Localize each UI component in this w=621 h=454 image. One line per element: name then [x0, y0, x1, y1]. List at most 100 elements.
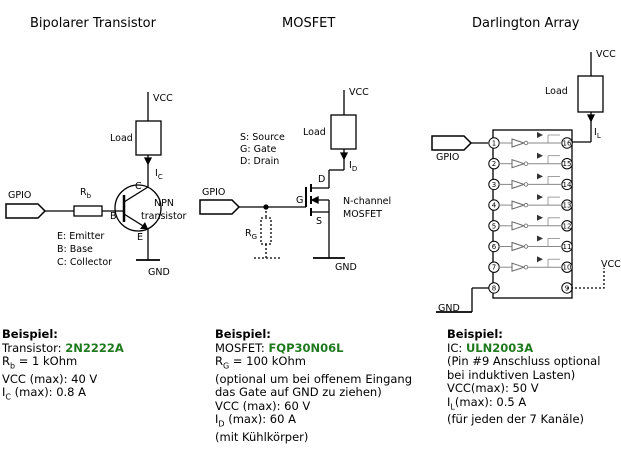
channel-buffer — [511, 159, 526, 169]
channel-diode — [537, 173, 543, 180]
mosfet-legend-s: S: Source — [240, 132, 285, 143]
desc-line: Rb = 1 kOhm — [2, 354, 78, 371]
mosfet-circuit — [199, 90, 357, 259]
title-darlington: Darlington Array — [472, 16, 580, 31]
mosfet-vcc-label: VCC — [349, 87, 369, 98]
bipolar-part-number: 2N2222A — [65, 340, 124, 355]
ic-pin-label: 5 — [492, 222, 496, 230]
desc-line: bei induktiven Lasten) — [447, 367, 576, 382]
ic-pin-label: 4 — [492, 202, 497, 210]
channel-diode — [537, 235, 543, 242]
channel-buffer — [511, 241, 526, 252]
bjt-pin-c: C — [135, 181, 142, 192]
darlington-description: Beispiel: IC: ULN2003A (Pin #9 Anschluss… — [447, 327, 601, 427]
ic-pin-label: 12 — [563, 222, 572, 230]
pin9-optional-line — [567, 268, 605, 289]
mosfet-part-number: FQP30N06L — [268, 340, 344, 355]
ic-pin-label: 6 — [492, 243, 497, 251]
ic-pin-label: 15 — [563, 160, 572, 168]
channel-diode — [537, 256, 543, 263]
ic-pin-label: 14 — [563, 181, 572, 189]
channel-buffer — [511, 138, 526, 148]
channel-inverter-dot — [523, 223, 529, 228]
dl-gnd-label: GND — [438, 303, 460, 314]
channel-buffer — [511, 262, 526, 272]
channel-inverter-dot — [523, 161, 529, 166]
title-bipolar: Bipolarer Transistor — [30, 16, 157, 31]
channel-buffer — [511, 221, 526, 231]
ic-pin-label: 10 — [563, 264, 572, 272]
mosfet-pin-g: G — [296, 195, 303, 206]
desc-line: (für jeden der 7 Kanäle) — [447, 412, 585, 427]
channel-inverter-dot — [523, 140, 529, 146]
dl-vcc-label: VCC — [596, 49, 616, 60]
bjt-load-label: Load — [110, 133, 133, 144]
mosfet-legend-d: D: Drain — [240, 156, 279, 167]
bipolar-description: Beispiel: Transistor: 2N2222A Rb = 1 kOh… — [2, 327, 124, 404]
dl-vcc2-label: VCC — [601, 259, 621, 270]
dl-gpio-label: GPIO — [436, 152, 459, 163]
bjt-legend-e: E: Emitter — [57, 231, 104, 242]
mosfet-type-line1: N-channel — [343, 196, 391, 207]
ic-pin-label: 7 — [492, 264, 496, 272]
title-mosfet: MOSFET — [282, 16, 335, 31]
channel-diode — [537, 152, 543, 159]
desc-line: ID (max): 60 A — [215, 412, 296, 429]
desc-line: IC (max): 0.8 A — [2, 385, 87, 402]
bjt-type-line2: transistor — [141, 211, 187, 222]
bjt-legend-c: C: Collector — [57, 257, 112, 268]
mosfet-load-label: Load — [303, 127, 326, 138]
mosfet-desc-lines: RG = 100 kOhm(optional um bei offenem Ei… — [215, 354, 412, 445]
channel-diode — [537, 132, 543, 138]
dl-load-label: Load — [545, 86, 568, 97]
desc-line: VCC (max): 40 V — [2, 371, 98, 386]
bjt-pin-b: B — [110, 211, 117, 222]
desc-line: (optional um bei offenem Eingang das Gat… — [215, 371, 412, 400]
bjt-rb-label: Rb — [80, 187, 92, 200]
mosfet-rg-optional — [254, 207, 282, 259]
desc-line: IL(max): 0.5 A — [447, 394, 527, 411]
bipolar-circuit — [5, 92, 162, 261]
ic-pin-label: 8 — [492, 284, 496, 292]
ic-pin-label: 11 — [563, 243, 572, 251]
channel-buffer — [511, 179, 526, 190]
ic-pin-label: 13 — [563, 202, 572, 210]
channel-inverter-dot — [523, 244, 529, 249]
ic-pin-label: 1 — [492, 140, 496, 148]
mosfet-description: Beispiel: MOSFET: FQP30N06L RG = 100 kOh… — [215, 327, 412, 445]
bipolar-desc-heading: Beispiel: — [2, 327, 58, 341]
dl-il-label: IL — [594, 127, 601, 140]
mosfet-desc-part-line: MOSFET: FQP30N06L — [215, 340, 344, 355]
bjt-type-line1: NPN — [154, 198, 174, 209]
desc-line: (Pin #9 Anschluss optional — [447, 354, 601, 368]
mosfet-rg-label: RG — [245, 228, 257, 241]
darlington-desc-part-line: IC: ULN2003A — [447, 340, 534, 355]
ic-pin-label: 3 — [492, 181, 496, 189]
channel-buffer — [511, 200, 526, 210]
mosfet-gnd-label: GND — [335, 262, 357, 273]
bjt-gnd-label: GND — [148, 267, 170, 278]
channel-inverter-dot — [523, 182, 529, 187]
channel-inverter-dot — [523, 265, 529, 270]
ic-pin-left — [488, 282, 500, 294]
desc-line: VCC (max): 60 V — [215, 398, 311, 413]
darlington-part-number: ULN2003A — [465, 340, 534, 355]
mosfet-pin-s: S — [316, 216, 322, 227]
bjt-vcc-label: VCC — [153, 93, 173, 104]
desc-line: RG = 100 kOhm — [215, 354, 306, 371]
channel-diode — [537, 214, 543, 221]
bjt-legend-b: B: Base — [57, 244, 93, 255]
ic-pin-label: 16 — [563, 140, 572, 148]
bipolar-desc-part-line: Transistor: 2N2222A — [2, 340, 124, 355]
mosfet-type-line2: MOSFET — [343, 209, 382, 220]
channel-diode — [537, 194, 543, 201]
mosfet-pin-d: D — [318, 174, 325, 185]
channel-inverter-dot — [523, 202, 529, 208]
mosfet-id-label: ID — [349, 160, 357, 173]
bjt-ic-label: IC — [155, 168, 163, 181]
mosfet-legend-g: G: Gate — [240, 144, 276, 155]
